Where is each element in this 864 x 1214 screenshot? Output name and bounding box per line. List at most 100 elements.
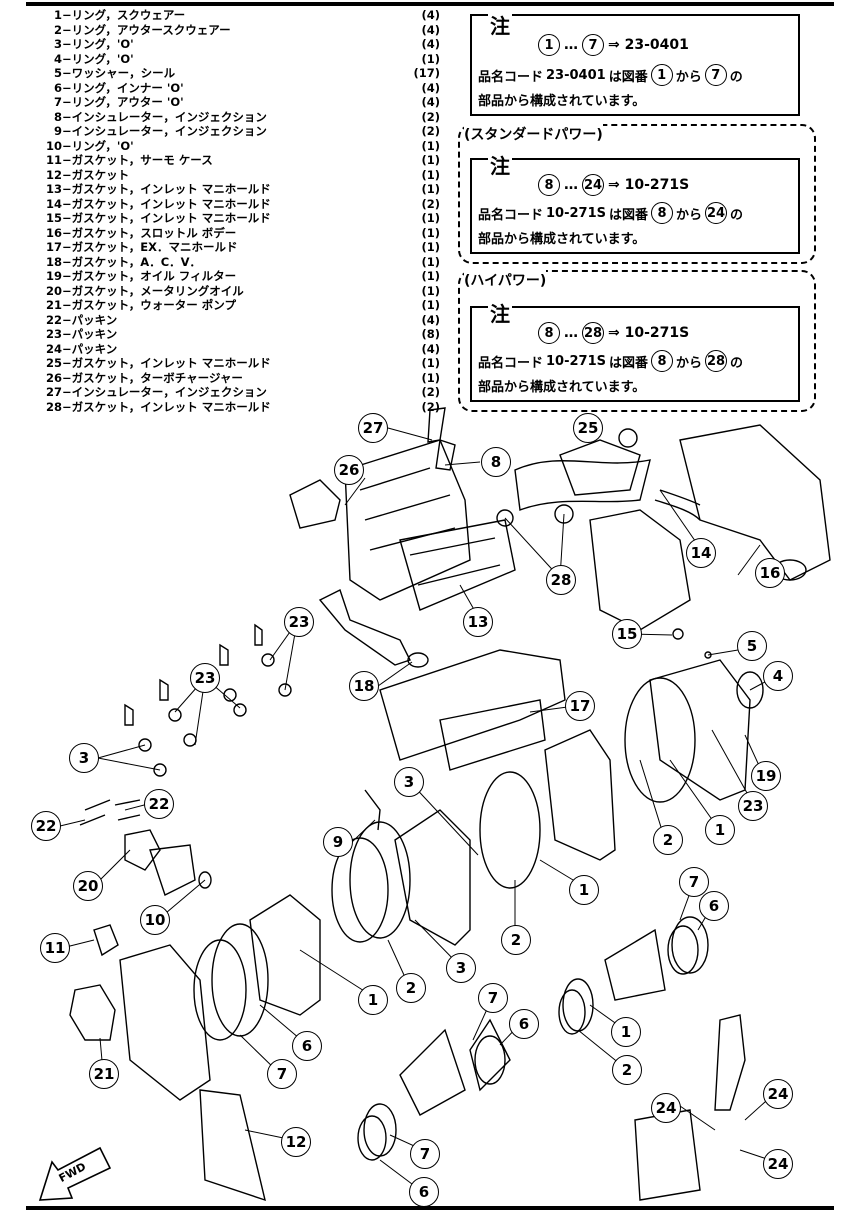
part-quantity: (8) [421, 327, 440, 341]
callout-7: 7 [679, 867, 709, 897]
part-number: 12 [45, 167, 62, 182]
note-high: 注 8 … 28 ⇒ 10-271S 品名コード 10-271S は図番 8 か… [470, 298, 800, 402]
callout-4: 4 [763, 661, 793, 691]
part-quantity: (4) [421, 8, 440, 22]
part-quantity: (1) [421, 240, 440, 254]
parts-list-row: 17−ガスケット，EX．マニホールド (1) [40, 240, 440, 255]
high-power-group [458, 270, 816, 412]
range-to: 24 [582, 174, 604, 196]
range-dots: … [564, 177, 578, 193]
part-name: −ガスケット，インレット マニホールド [62, 196, 271, 211]
note-range: 8 … 24 ⇒ 10-271S [538, 174, 689, 196]
part-number: 1 [53, 8, 62, 22]
range-dots: … [564, 325, 578, 341]
callout-14: 14 [686, 538, 716, 568]
line1-no: の [730, 355, 744, 371]
part-quantity: (1) [421, 225, 440, 240]
line1-to: 7 [704, 64, 727, 86]
parts-list-row: 21−ガスケット，ウォーター ポンプ(1) [40, 298, 440, 313]
note-head: 注 [488, 150, 512, 179]
part-number: 14 [45, 196, 62, 211]
part-name: −ガスケット，インレット マニホールド [62, 211, 271, 225]
part-quantity: (4) [421, 95, 440, 109]
note-line1: 品名コード 10-271S は図番 8 から 24 の [478, 202, 743, 224]
callout-24: 24 [651, 1093, 681, 1123]
part-name: −リング，'O' [62, 37, 134, 51]
part-name: −ガスケット [62, 167, 130, 182]
line1-from: 8 [651, 350, 674, 372]
callout-21: 21 [89, 1059, 119, 1089]
parts-list-row: 25−ガスケット，インレット マニホールド(1) [40, 356, 440, 371]
callout-15: 15 [612, 619, 642, 649]
part-number: 11 [45, 153, 62, 167]
parts-list-row: 11−ガスケット，サーモ ケース(1) [40, 153, 440, 168]
callout-23: 23 [738, 791, 768, 821]
callout-3: 3 [69, 743, 99, 773]
range-code: ⇒ 10-271S [608, 325, 690, 341]
part-quantity: (1) [421, 211, 440, 225]
parts-list-row: 5−ワッシャー，シール(17) [40, 66, 440, 81]
line1-mid: は図番 [609, 355, 649, 371]
callout-17: 17 [565, 691, 595, 721]
callout-9: 9 [323, 827, 353, 857]
parts-list-row: 2−リング，アウタースクウェアー(4) [40, 23, 440, 38]
part-number: 2 [53, 22, 62, 37]
part-name: −パッキン [62, 341, 118, 356]
callout-1: 1 [569, 875, 599, 905]
part-number: 19 [45, 269, 62, 283]
part-name: −リング，'O' [62, 51, 134, 66]
callout-23: 23 [190, 663, 220, 693]
range-to: 7 [582, 34, 604, 56]
part-name: −リング，'O' [62, 138, 134, 153]
part-number: 21 [45, 298, 62, 312]
range-code: ⇒ 23-0401 [608, 37, 689, 53]
part-number: 28 [45, 399, 62, 414]
note-line2: 部品から構成されています。 [478, 232, 646, 247]
part-quantity: (4) [421, 312, 440, 327]
part-name: −パッキン [62, 312, 118, 327]
part-name: −ガスケット，サーモ ケース [62, 153, 213, 167]
part-number: 17 [45, 240, 62, 254]
part-name: −ワッシャー，シール [62, 66, 176, 80]
callout-6: 6 [509, 1009, 539, 1039]
range-to: 28 [582, 322, 604, 344]
note-range: 1 … 7 ⇒ 23-0401 [538, 34, 689, 56]
part-quantity: (1) [421, 370, 440, 385]
line1-mid: は図番 [609, 207, 649, 223]
parts-list-row: 24−パッキン(4) [40, 342, 440, 357]
callout-5: 5 [737, 631, 767, 661]
note-line1: 品名コード 23-0401 は図番 1 から 7 の [478, 64, 743, 86]
part-number: 18 [45, 254, 62, 269]
callout-26: 26 [334, 455, 364, 485]
part-quantity: (1) [421, 254, 440, 269]
parts-list-row: 12−ガスケット(1) [40, 168, 440, 183]
part-quantity: (1) [421, 138, 440, 153]
part-name: −リング，アウタースクウェアー [62, 22, 231, 37]
note-line2: 部品から構成されています。 [478, 380, 646, 395]
exhaust-manifold-drawing [318, 589, 764, 801]
part-quantity: (2) [421, 109, 440, 124]
note-head: 注 [488, 298, 512, 327]
parts-list: 1−リング，スクウェアー(4)2−リング，アウタースクウェアー(4)3−リング，… [40, 8, 440, 414]
intake-manifold-drawing [289, 407, 831, 631]
callout-11: 11 [40, 933, 70, 963]
part-quantity: (4) [421, 80, 440, 95]
callout-22: 22 [31, 811, 61, 841]
parts-list-row: 27−インシュレーター，インジェクション(2) [40, 385, 440, 400]
part-number: 5 [53, 66, 62, 80]
parts-list-row: 1−リング，スクウェアー(4) [40, 8, 440, 23]
range-from: 8 [538, 322, 560, 344]
part-name: −ガスケット，オイル フィルター [62, 269, 237, 283]
part-quantity: (1) [421, 182, 440, 196]
callout-1: 1 [705, 815, 735, 845]
callout-12: 12 [281, 1127, 311, 1157]
note-head: 注 [488, 10, 512, 39]
line1-to: 28 [705, 350, 728, 372]
callout-7: 7 [410, 1139, 440, 1169]
part-name: −ガスケット，EX．マニホールド [62, 240, 238, 254]
part-name: −インシュレーター，インジェクション [62, 385, 267, 399]
part-number: 7 [53, 95, 62, 109]
part-number: 22 [45, 312, 62, 327]
part-number: 15 [45, 211, 62, 225]
callout-27: 27 [358, 413, 388, 443]
